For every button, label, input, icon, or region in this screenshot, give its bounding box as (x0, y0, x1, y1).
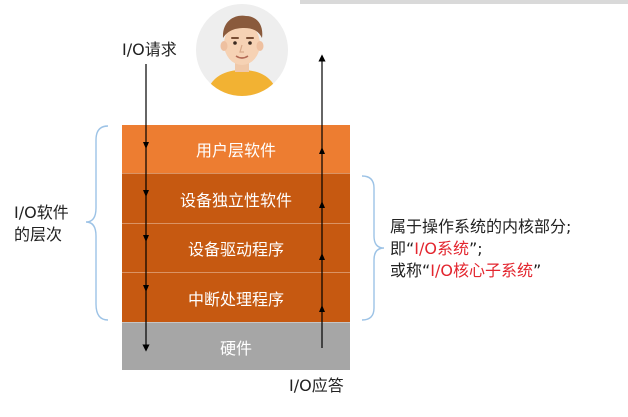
layer-device-independent-software: 设备独立性软件 (122, 173, 350, 223)
hierarchy-label-line1: I/O软件 (14, 203, 69, 222)
layer-interrupt-handler: 中断处理程序 (122, 272, 350, 322)
kernel-note-line3: 或称“I/O核心子系统” (390, 260, 571, 282)
layer-label: 中断处理程序 (187, 289, 284, 309)
kernel-note: 属于操作系统的内核部分; 即“I/O系统”; 或称“I/O核心子系统” (390, 216, 571, 282)
layer-label: 用户层软件 (195, 141, 276, 160)
layer-hardware: 硬件 (122, 322, 350, 370)
kernel-note-line2-prefix: 即“ (390, 239, 415, 258)
left-brace (85, 125, 109, 321)
io-request-label: I/O请求 (122, 40, 177, 59)
kernel-note-line2: 即“I/O系统”; (390, 238, 571, 260)
io-response-label: I/O应答 (289, 376, 344, 395)
layer-label: 硬件 (219, 338, 252, 358)
layer-user-software: 用户层软件 (122, 125, 350, 173)
kernel-note-line1: 属于操作系统的内核部分; (390, 217, 572, 236)
kernel-note-line3-prefix: 或称“ (390, 261, 431, 280)
layer-label: 设备独立性软件 (179, 190, 292, 210)
io-core-subsystem-term: I/O核心子系统 (430, 261, 534, 280)
layer-device-driver: 设备驱动程序 (122, 223, 350, 272)
top-toolbar-strip (300, 0, 628, 4)
user-avatar-icon (196, 4, 288, 96)
kernel-note-line2-suffix: ”; (469, 239, 483, 258)
kernel-note-line3-suffix: ” (533, 261, 542, 280)
right-brace (361, 175, 385, 321)
hierarchy-label-line2: 的层次 (14, 225, 63, 244)
io-software-hierarchy-label: I/O软件 的层次 (14, 202, 69, 246)
layer-label: 设备驱动程序 (187, 240, 284, 259)
io-system-term: I/O系统 (414, 239, 470, 258)
